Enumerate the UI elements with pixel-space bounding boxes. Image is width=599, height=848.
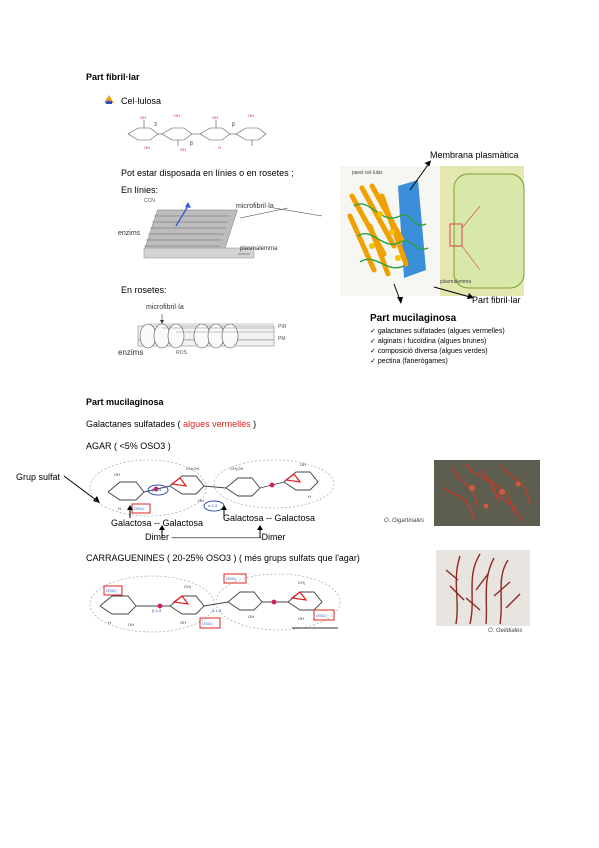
oso3-tag: OSO₃⁻ — [106, 588, 119, 593]
mucilage-arrow — [393, 283, 403, 304]
red-algae-highlight: algues vermelles — [183, 419, 251, 429]
link-b14-tag: β 1-4 — [152, 608, 162, 613]
dimer-arrows — [159, 525, 263, 538]
rosette-microfibril-tag: microfibril·la — [146, 304, 184, 311]
oso3-tag: OSO₃⁻ — [134, 506, 147, 511]
sulfate-arrow — [63, 475, 100, 503]
svg-text:OH: OH — [180, 620, 186, 625]
svg-text:OH: OH — [128, 622, 134, 627]
svg-text:OH: OH — [180, 147, 186, 152]
wall-plasmalemma-tag: plasmalemma — [440, 279, 472, 285]
oso3-tag: OSO₃⁻ — [316, 613, 329, 618]
carrageenan-structure-diagram: H OH CH₂ OH OH CH₂ OH OSO₃⁻ OSO₃⁻ OSO₃⁻ OSO₃⁻… — [89, 572, 342, 636]
sulfate-group-label: Grup sulfat — [16, 472, 61, 482]
svg-text:β: β — [190, 141, 193, 147]
galactose-pair-1: Galactosa -- Galactosa — [111, 518, 204, 528]
galactose-pair-2: Galactosa -- Galactosa — [223, 513, 316, 523]
arrangement-text: Pot estar disposada en línies o en roset… — [121, 168, 294, 178]
gigartinales-photo: O. Gigartinales — [382, 458, 542, 528]
link-a13-tag: α 1-3 — [212, 608, 222, 613]
svg-text:H: H — [118, 506, 121, 511]
svg-text:CH₂: CH₂ — [184, 584, 192, 589]
membrane-arrow — [409, 160, 432, 191]
gigartinales-caption: O. Gigartinales — [384, 518, 425, 524]
dimer-label: Dimer ——————————Dimer — [145, 532, 286, 542]
svg-text:O: O — [218, 145, 221, 150]
wall-mucilage-title: Part mucilaginosa — [370, 313, 457, 324]
svg-text:OH: OH — [298, 616, 304, 621]
fibrillar-arrow — [433, 286, 474, 299]
pir-tag: PIR — [278, 324, 287, 330]
in-rosettes-label: En rosetes: — [121, 285, 167, 295]
link-a13-tag: α 1-3 — [208, 503, 218, 508]
svg-text:OH: OH — [212, 115, 218, 120]
svg-text:CH₂OH: CH₂OH — [186, 466, 199, 471]
synthesis-lines-figure: CCN enzims plasmalemma — [118, 196, 289, 268]
list-item: ✓ composició diversa (algues verdes) — [370, 348, 488, 355]
agar-structure-diagram: OH CH₂OH CH₂OH OH H OH H β 1-4 α 1-3 OSO₃⁻ — [88, 456, 338, 520]
ccn-tag: CCN — [144, 198, 155, 204]
in-lines-label: En línies: — [121, 185, 159, 195]
svg-text:OH: OH — [248, 113, 254, 118]
cellulose-structure-diagram: OH OH OH OH OH OH O 3 β β — [124, 112, 274, 152]
gelidiales-photo: O. Gelidiales — [436, 550, 536, 640]
synthesis-rosettes-figure: microfibril·la enzims PIR PM ROS — [118, 300, 288, 362]
svg-text:OH: OH — [140, 115, 146, 120]
bullet-icon — [104, 95, 114, 104]
carrageenans-label: CARRAGUENINES ( 20-25% OSO3 ) ( més grup… — [86, 553, 360, 563]
svg-text:OH: OH — [144, 145, 150, 150]
microfibril-connector — [273, 207, 323, 217]
svg-text:OH: OH — [198, 498, 204, 503]
svg-text:CH₂OH: CH₂OH — [230, 466, 243, 471]
link-b14-tag: β 1-4 — [152, 487, 162, 492]
oso3-tag: OSO₃⁻ — [226, 576, 239, 581]
svg-text:β: β — [232, 122, 235, 128]
mucilage-heading: Part mucilaginosa — [86, 397, 164, 407]
svg-text:H: H — [308, 494, 311, 499]
cellulose-label: Cel·lulosa — [121, 96, 162, 106]
list-item: ✓ pectina (fanerògames) — [370, 358, 448, 365]
rosette-enzymes-tag: enzims — [118, 348, 144, 357]
enzymes-tag: enzims — [118, 230, 141, 237]
svg-text:OH: OH — [300, 462, 306, 467]
fibrillar-heading: Part fibril·lar — [86, 72, 140, 82]
pm-tag: PM — [278, 336, 286, 342]
microfibril-tag: microfibril·la — [236, 203, 274, 210]
gelidiales-caption: O. Gelidiales — [488, 628, 523, 634]
svg-text:OH: OH — [248, 614, 254, 619]
svg-text:OH: OH — [114, 472, 120, 477]
plasmalemma-tag: plasmalemma — [240, 246, 278, 252]
fibrillar-part-label: Part fibril·lar — [472, 295, 521, 305]
oso3-tag: OSO₃⁻ — [202, 621, 215, 626]
svg-text:3: 3 — [154, 122, 157, 128]
list-item: ✓ galactanes sulfatades (algues vermelle… — [370, 328, 505, 335]
svg-text:H: H — [108, 620, 111, 625]
galactose-arrows — [127, 505, 227, 518]
cell-wall-figure: paret cel·lular plasmalemma — [340, 166, 525, 296]
agar-label: AGAR ( <5% OSO3 ) — [86, 441, 171, 451]
wall-mucilage-list: ✓ galactanes sulfatades (algues vermelle… — [370, 327, 540, 367]
svg-text:OH: OH — [174, 113, 180, 118]
cell-wall-tag: paret cel·lular — [352, 170, 383, 176]
svg-text:CH₂: CH₂ — [298, 580, 306, 585]
ros-tag: ROS — [176, 350, 187, 356]
list-item: ✓ alginats i fucoïdina (algues brunes) — [370, 338, 487, 345]
galactans-line: Galactanes sulfatades ( algues vermelles… — [86, 419, 257, 429]
membrane-label: Membrana plasmàtica — [430, 150, 519, 160]
